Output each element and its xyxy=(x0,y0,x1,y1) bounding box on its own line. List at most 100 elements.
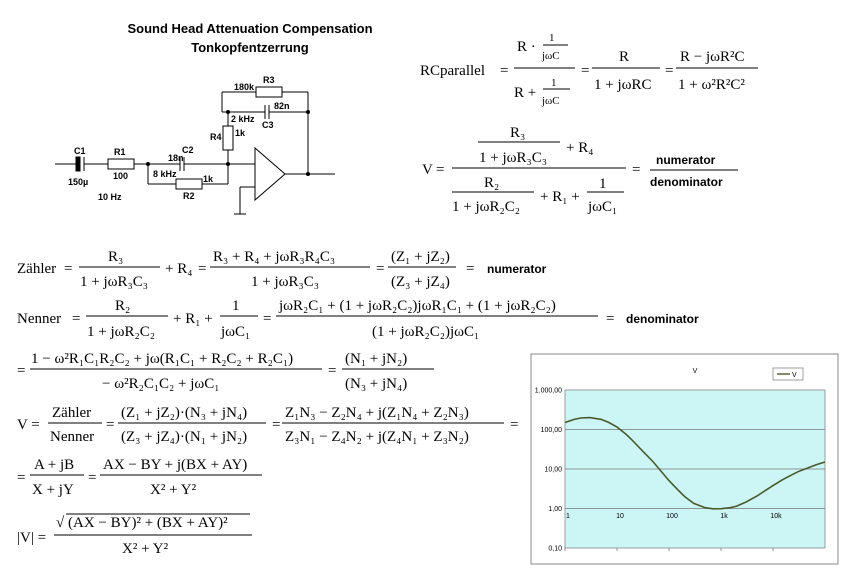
svg-text:=: = xyxy=(632,162,640,178)
svg-text:=: = xyxy=(376,261,384,277)
x-tick-label: 10 xyxy=(616,513,624,520)
r4-label: R4 xyxy=(210,132,222,142)
r3-value: 180k xyxy=(234,82,255,92)
denominator-top: denominator xyxy=(650,175,723,189)
series-line-v xyxy=(564,416,826,510)
zaehler-label-2: Zähler xyxy=(52,405,91,421)
svg-text:|V| =: |V| = xyxy=(17,530,46,546)
svg-text:=: = xyxy=(106,417,114,433)
svg-text:R₂: R₂ xyxy=(484,175,499,191)
svg-text:1 + jωR₂C₂: 1 + jωR₂C₂ xyxy=(87,324,155,340)
svg-text:1 + ω²R²C²: 1 + ω²R²C² xyxy=(678,77,745,93)
r2-label: R2 xyxy=(183,191,195,201)
svg-text:1 + jωR₃C₃: 1 + jωR₃C₃ xyxy=(251,274,319,290)
svg-text:(Z₃ + jZ₄): (Z₃ + jZ₄) xyxy=(391,274,450,290)
svg-text:=: = xyxy=(17,363,25,379)
svg-text:=: = xyxy=(88,470,96,486)
svg-text:1 + jωR₃C₃: 1 + jωR₃C₃ xyxy=(80,274,148,290)
svg-text:V =: V = xyxy=(17,417,40,433)
svg-text:R ·: R · xyxy=(517,39,536,55)
svg-text:=: = xyxy=(17,470,25,486)
svg-text:1: 1 xyxy=(599,176,607,192)
v-label: V xyxy=(422,162,433,178)
y-tick-label: 100,00 xyxy=(541,427,563,434)
svg-text:X² + Y²: X² + Y² xyxy=(150,482,197,498)
y-tick-label: 1.000,00 xyxy=(535,388,562,395)
svg-text:+ R₁ +: + R₁ + xyxy=(173,311,213,327)
svg-text:=: = xyxy=(72,311,80,327)
r1-value: 100 xyxy=(113,171,128,181)
nenner-label-2: Nenner xyxy=(50,429,94,445)
svg-text:(Z₃ + jZ₄)·(N₁ + jN₂): (Z₃ + jZ₄)·(N₁ + jN₂) xyxy=(121,429,247,445)
page-subtitle: Tonkopfentzerrung xyxy=(191,40,309,55)
svg-text:=: = xyxy=(198,261,206,277)
rcparallel-label: RCparallel xyxy=(420,63,485,79)
c3-value: 82n xyxy=(274,101,290,111)
svg-text:(AX − BY)² + (BX + AY)²: (AX − BY)² + (BX + AY)² xyxy=(68,515,228,531)
svg-text:1 + jωR₃C₃: 1 + jωR₃C₃ xyxy=(479,150,547,166)
r2-value: 1k xyxy=(203,174,214,184)
svg-text:− ω²R₂C₁C₂ + jωC₁: − ω²R₂C₁C₂ + jωC₁ xyxy=(102,376,220,392)
numerator-top: numerator xyxy=(656,153,716,167)
svg-text:R − jωR²C: R − jωR²C xyxy=(680,49,745,65)
c2-value: 18n xyxy=(168,153,184,163)
c2-label: C2 xyxy=(182,145,194,155)
y-tick-label: 10,00 xyxy=(544,467,562,474)
chart-legend: V xyxy=(772,367,804,381)
page-title: Sound Head Attenuation Compensation xyxy=(127,21,373,36)
freq-c1: 10 Hz xyxy=(98,192,122,202)
svg-text:=: = xyxy=(263,311,271,327)
svg-text:(1 + jωR₂C₂)jωC₁: (1 + jωR₂C₂)jωC₁ xyxy=(372,324,479,340)
svg-text:=: = xyxy=(64,261,72,277)
svg-text:(N₃ + jN₄): (N₃ + jN₄) xyxy=(345,376,407,392)
svg-text:+ R₄: + R₄ xyxy=(566,140,593,156)
svg-text:√: √ xyxy=(56,515,65,531)
legend-label-v: V xyxy=(792,372,797,379)
x-tick-label: 10k xyxy=(770,513,782,520)
svg-text:=: = xyxy=(510,417,518,433)
svg-text:1: 1 xyxy=(549,32,555,44)
svg-text:=: = xyxy=(581,63,589,79)
x-tick-label: 1 xyxy=(566,513,570,520)
svg-text:jωC: jωC xyxy=(541,95,560,107)
svg-text:=: = xyxy=(272,417,280,433)
svg-text:AX − BY + j(BX + AY): AX − BY + j(BX + AY) xyxy=(103,457,247,473)
opamp-symbol xyxy=(254,146,286,202)
x-tick-label: 1k xyxy=(720,513,728,520)
svg-text:X² + Y²: X² + Y² xyxy=(122,541,169,557)
freq-c3: 2 kHz xyxy=(231,114,255,124)
svg-text:jωC: jωC xyxy=(541,50,560,62)
freq-c2: 8 kHz xyxy=(153,169,177,179)
svg-text:1 + jωRC: 1 + jωRC xyxy=(594,77,652,93)
zaehler-label: Zähler xyxy=(17,261,56,277)
svg-text:Z₁N₃ − Z₂N₄ + j(Z₁N₄ + Z₂N₃): Z₁N₃ − Z₂N₄ + j(Z₁N₄ + Z₂N₃) xyxy=(285,405,469,421)
svg-text:Z₃N₁ − Z₄N₂ + j(Z₄N₁ + Z₃N₂): Z₃N₁ − Z₄N₂ + j(Z₄N₁ + Z₃N₂) xyxy=(285,429,469,445)
svg-text:(N₁ + jN₂): (N₁ + jN₂) xyxy=(345,351,407,367)
svg-text:=: = xyxy=(606,311,614,327)
svg-text:R₃: R₃ xyxy=(108,249,123,265)
nenner-label: Nenner xyxy=(17,311,61,327)
svg-text:R +: R + xyxy=(514,85,536,101)
svg-text:+ R₄: + R₄ xyxy=(165,261,192,277)
svg-text:1 + jωR₂C₂: 1 + jωR₂C₂ xyxy=(452,199,520,215)
x-tick-label: 100 xyxy=(666,513,678,520)
svg-text:(Z₁ + jZ₂): (Z₁ + jZ₂) xyxy=(391,249,450,265)
denominator-bottom: denominator xyxy=(626,312,699,326)
svg-text:=: = xyxy=(328,363,336,379)
svg-text:jωR₂C₁ + (1 + jωR₂C₂)jωR₁C₁ +: jωR₂C₁ + (1 + jωR₂C₂)jωR₁C₁ + (1 + jωR₂C… xyxy=(278,298,556,314)
svg-text:+ R₁ +: + R₁ + xyxy=(540,189,580,205)
y-tick-label: 0,10 xyxy=(548,546,562,553)
y-tick-label: 1,00 xyxy=(548,506,562,513)
r4-value: 1k xyxy=(235,128,246,138)
svg-text:jωC₁: jωC₁ xyxy=(587,199,617,215)
svg-text:R₂: R₂ xyxy=(115,298,130,314)
c3-label: C3 xyxy=(262,120,274,130)
svg-text:=: = xyxy=(500,63,508,79)
svg-text:R: R xyxy=(619,49,629,65)
c1-symbol xyxy=(75,156,81,172)
chart-title: V xyxy=(693,368,698,375)
